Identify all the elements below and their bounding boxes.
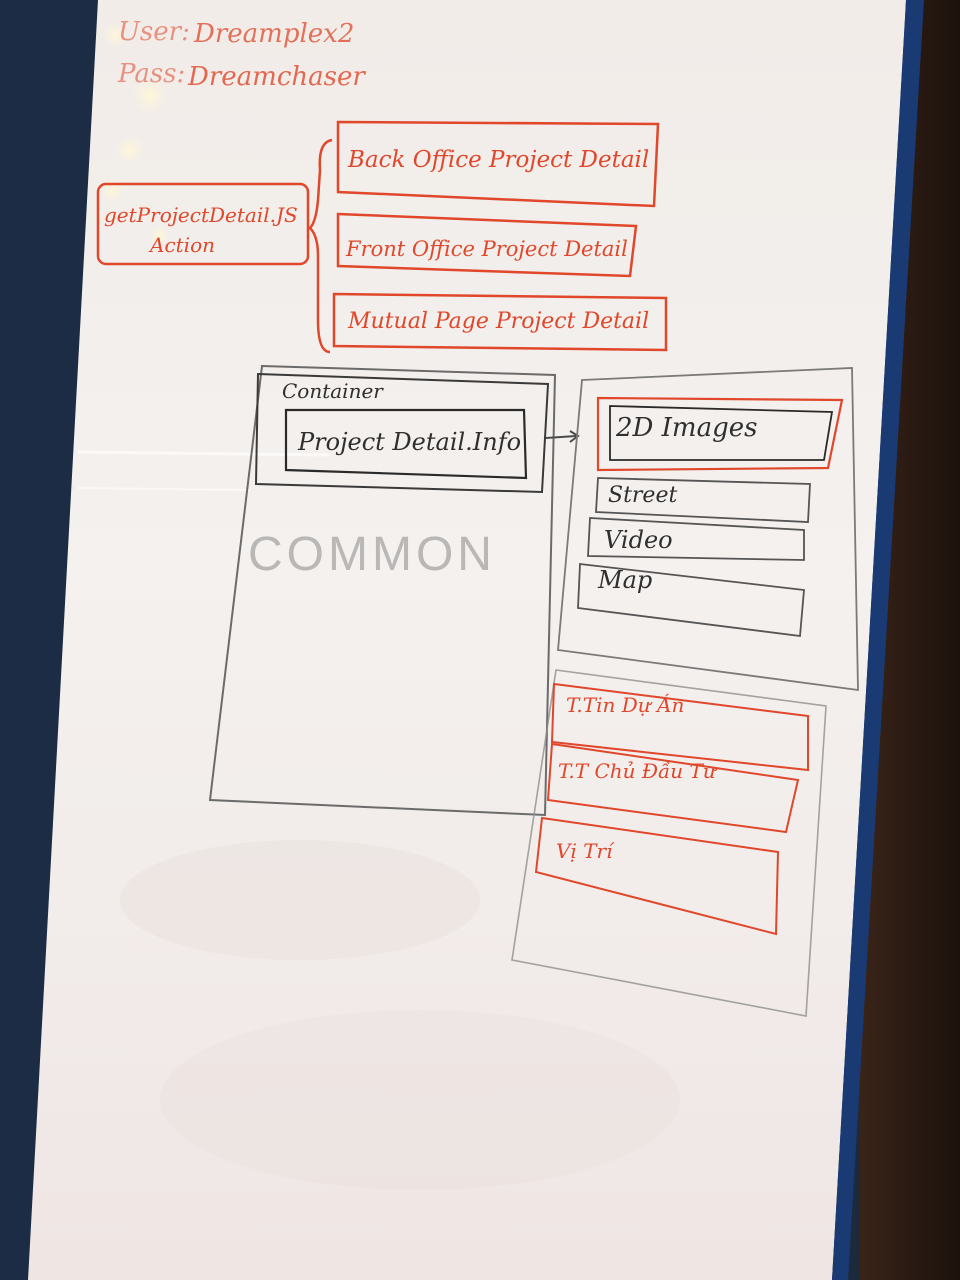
info-item-investor — [546, 742, 800, 834]
branch-label-3: Mutual Page Project Detail — [347, 309, 649, 334]
media-label-street: Street — [608, 483, 677, 508]
info-label-location: Vị Trí — [556, 839, 615, 863]
media-item-2d-images-inner — [609, 405, 834, 461]
media-item-street — [595, 477, 811, 523]
detail-info-label: Project Detail.Info — [297, 428, 521, 456]
login-pass-label: Pass: — [117, 59, 185, 89]
media-label-2d-images: 2D Images — [615, 413, 757, 443]
media-item-video — [587, 517, 805, 561]
light-glare — [116, 136, 144, 164]
branch-box-3: Mutual Page Project Detail — [332, 292, 668, 352]
info-label-project: T.Tin Dự Án — [566, 693, 684, 717]
common-container — [208, 364, 557, 817]
media-label-video: Video — [604, 526, 673, 554]
board-edge — [832, 0, 924, 1280]
brace — [308, 138, 333, 354]
media-list-outer — [557, 367, 859, 692]
login-pass-value: Dreamchaser — [187, 62, 366, 92]
branch-box-2: Front Office Project Detail — [336, 212, 638, 278]
action-line1: getProjectDetail.JS — [104, 203, 298, 227]
info-item-project — [550, 682, 809, 772]
arrow-head — [569, 430, 580, 443]
media-label-map: Map — [597, 566, 652, 594]
container-box — [254, 372, 550, 494]
reflection-line — [77, 487, 251, 491]
action-box — [96, 182, 310, 266]
whiteboard — [28, 0, 906, 1280]
smudge — [120, 840, 480, 960]
smudge — [160, 1010, 680, 1190]
light-glare — [132, 77, 168, 113]
common-label: COMMON — [248, 528, 496, 581]
login-user-label: User: — [118, 17, 190, 47]
branch-label-2: Front Office Project Detail — [345, 237, 628, 261]
container-title: Container — [282, 379, 384, 403]
light-glare — [103, 23, 127, 47]
info-label-investor: T.T Chủ Đầu Tư — [558, 759, 718, 783]
arrow-line — [545, 435, 577, 439]
info-list-outer — [511, 669, 827, 1017]
info-item-location — [534, 816, 780, 936]
light-glare — [150, 225, 170, 245]
light-glare — [100, 178, 124, 202]
media-item-2d-images — [596, 396, 844, 472]
detail-info-box — [284, 408, 528, 480]
login-user-value: Dreamplex2 — [193, 19, 354, 49]
action-line2: Action — [148, 233, 215, 257]
reflection-line — [77, 450, 331, 457]
branch-label-1: Back Office Project Detail — [347, 147, 649, 173]
media-item-map — [577, 562, 805, 638]
branch-box-1: Back Office Project Detail — [336, 120, 660, 208]
